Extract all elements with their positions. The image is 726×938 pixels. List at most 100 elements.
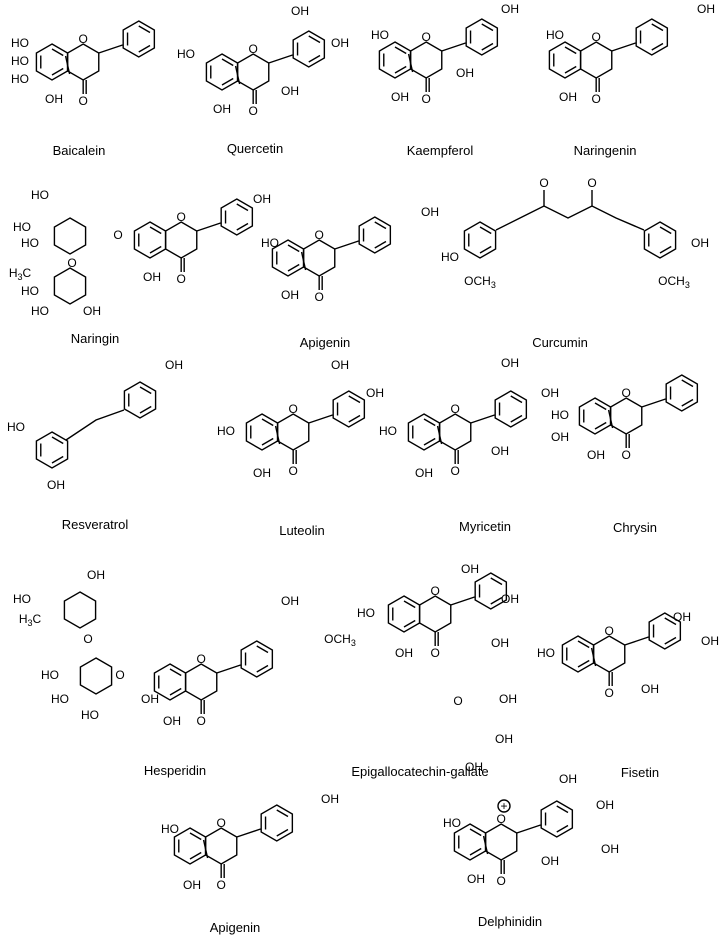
atom-label: O	[592, 92, 601, 106]
atom-label: O	[315, 290, 324, 304]
atom-label: OH	[165, 358, 183, 372]
atom-label: HO	[7, 420, 25, 434]
atom-label: HO	[537, 646, 555, 660]
caption-hesperidin: Hesperidin	[143, 763, 207, 778]
atom-label: O	[79, 32, 88, 46]
atom-label: HO	[11, 72, 29, 86]
atom-label: HO	[357, 606, 375, 620]
atom-label: O	[197, 652, 206, 666]
atom-label: OH	[465, 760, 483, 774]
atom-label: OH	[501, 2, 519, 16]
atom-label: HO	[261, 236, 279, 250]
atom-label: O	[177, 210, 186, 224]
atom-label: O	[605, 686, 614, 700]
caption-egcg: Epigallocatechin-gallate	[351, 764, 489, 779]
atom-label: O	[453, 694, 462, 708]
atom-label: HO	[177, 47, 195, 61]
atom-label: O	[79, 94, 88, 108]
atom-label: OH	[415, 466, 433, 480]
atom-label: HO	[217, 424, 235, 438]
atom-label: OCH3	[464, 274, 496, 290]
caption-kaempferol: Kaempferol	[406, 143, 474, 158]
structure-naringin: O O OH OH	[133, 192, 271, 286]
atom-label: HO	[441, 250, 459, 264]
atom-label: OH	[143, 270, 161, 284]
atom-label: O	[249, 104, 258, 118]
atom-label: O	[431, 584, 440, 598]
atom-label: O	[622, 448, 631, 462]
charge-circle	[497, 799, 511, 813]
atom-label: HO	[81, 708, 99, 722]
atom-label: O	[605, 624, 614, 638]
caption-fisetin: Fisetin	[620, 765, 660, 780]
atom-label: O	[431, 646, 440, 660]
atom-label: OH	[321, 792, 339, 806]
atom-label: HO	[51, 692, 69, 706]
atom-label: O	[197, 714, 206, 728]
atom-label: HO	[443, 816, 461, 830]
atom-label: HO	[371, 28, 389, 42]
atom-label: OH	[495, 732, 513, 746]
atom-label: OH	[456, 66, 474, 80]
caption-delphinidin: Delphinidin	[477, 914, 543, 929]
caption-curcumin: Curcumin	[532, 335, 588, 350]
atom-label: HO	[551, 408, 569, 422]
caption-resveratrol: Resveratrol	[61, 517, 129, 532]
atom-label: O	[67, 256, 76, 270]
atom-label: OH	[291, 4, 309, 18]
atom-label: HO	[546, 28, 564, 42]
atom-label: OH	[697, 2, 715, 16]
atom-label: OH	[596, 798, 614, 812]
atom-label: O	[115, 668, 124, 682]
atom-label: OH	[551, 430, 569, 444]
atom-label: OH	[391, 90, 409, 104]
atom-label: OCH3	[324, 632, 356, 648]
atom-label: OH	[281, 84, 299, 98]
atom-label: OH	[691, 236, 709, 250]
atom-label: O	[289, 402, 298, 416]
atom-label: OH	[87, 568, 105, 582]
atom-label: HO	[379, 424, 397, 438]
atom-label: O	[497, 812, 506, 826]
atom-label: OH	[501, 592, 519, 606]
atom-label: OH	[461, 562, 479, 576]
atom-label: HO	[161, 822, 179, 836]
atom-label: HO	[13, 220, 31, 234]
atom-label: HO	[31, 304, 49, 318]
atom-label: OH	[281, 594, 299, 608]
atom-label: OH	[491, 444, 509, 458]
atom-label: O	[249, 42, 258, 56]
atom-label: OH	[701, 634, 719, 648]
atom-label: HO	[21, 284, 39, 298]
caption-quercetin: Quercetin	[226, 141, 284, 156]
caption-luteolin: Luteolin	[279, 523, 325, 538]
atom-label: O	[497, 874, 506, 888]
atom-label: OH	[587, 448, 605, 462]
caption-myricetin: Myricetin	[458, 519, 511, 534]
atom-label: OH	[559, 772, 577, 786]
atom-label: OH	[541, 386, 559, 400]
atom-label: OH	[83, 304, 101, 318]
atom-label: OH	[366, 386, 384, 400]
atom-label: HO	[11, 36, 29, 50]
atom-label: OH	[253, 192, 271, 206]
atom-label: OH	[183, 878, 201, 892]
atom-label: O	[177, 272, 186, 286]
atom-label: OH	[501, 356, 519, 370]
atom-label: O	[217, 878, 226, 892]
atom-label: OH	[253, 466, 271, 480]
atom-label: OH	[499, 692, 517, 706]
atom-label: O	[451, 464, 460, 478]
atom-label: O	[83, 632, 92, 646]
